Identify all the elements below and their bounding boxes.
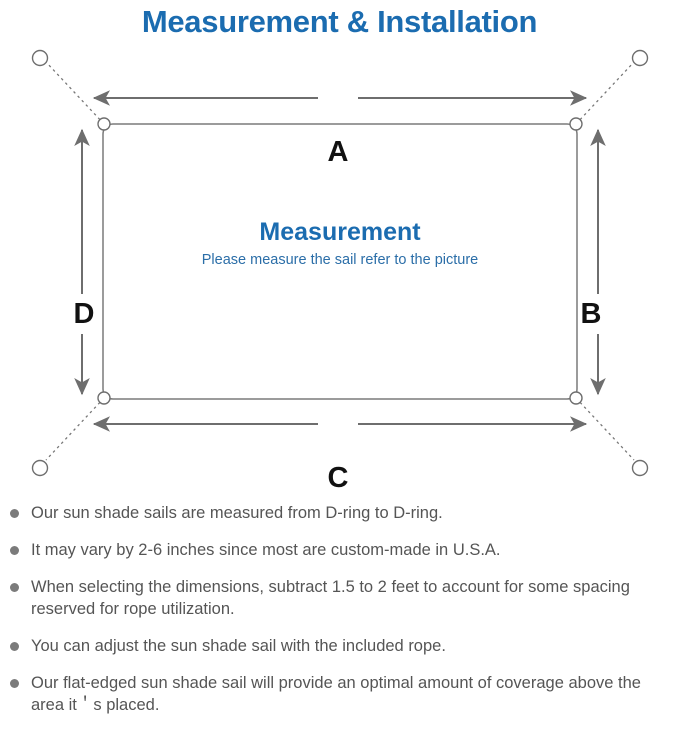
list-item: Our sun shade sails are measured from D-… bbox=[10, 502, 657, 524]
measurement-diagram: Measurement Please measure the sail refe… bbox=[0, 42, 679, 502]
anchor-ring-bottom-right bbox=[631, 459, 649, 477]
anchor-ring-top-left bbox=[31, 49, 49, 67]
d-ring-top-left bbox=[97, 117, 111, 131]
bullet-icon bbox=[10, 642, 19, 651]
anchor-ring-top-right bbox=[631, 49, 649, 67]
list-item: Our flat-edged sun shade sail will provi… bbox=[10, 672, 657, 716]
rope-top-right bbox=[575, 61, 635, 125]
d-ring-bottom-right bbox=[569, 391, 583, 405]
bullet-icon bbox=[10, 509, 19, 518]
d-ring-bottom-left bbox=[97, 391, 111, 405]
note-text: You can adjust the sun shade sail with t… bbox=[31, 637, 446, 655]
bullet-icon bbox=[10, 546, 19, 555]
d-ring-top-right bbox=[569, 117, 583, 131]
diagram-canvas bbox=[31, 49, 649, 477]
rope-bottom-left bbox=[45, 397, 105, 461]
note-text: Our flat-edged sun shade sail will provi… bbox=[31, 674, 641, 714]
anchor-rings bbox=[31, 49, 649, 477]
anchor-ring-bottom-left bbox=[31, 459, 49, 477]
rope-lines bbox=[45, 61, 635, 461]
page-title: Measurement & Installation bbox=[141, 4, 538, 39]
sail-body bbox=[102, 123, 578, 400]
bullet-icon bbox=[10, 583, 19, 592]
list-item: It may vary by 2-6 inches since most are… bbox=[10, 539, 657, 561]
note-text: It may vary by 2-6 inches since most are… bbox=[31, 541, 501, 559]
bullet-icon bbox=[10, 679, 19, 688]
d-rings bbox=[97, 117, 583, 405]
rope-bottom-right bbox=[575, 397, 635, 461]
note-text: Our sun shade sails are measured from D-… bbox=[31, 504, 443, 522]
list-item: You can adjust the sun shade sail with t… bbox=[10, 635, 657, 657]
list-item: When selecting the dimensions, subtract … bbox=[10, 576, 657, 620]
rope-top-left bbox=[45, 61, 105, 125]
note-text: When selecting the dimensions, subtract … bbox=[31, 578, 630, 618]
notes-list: Our sun shade sails are measured from D-… bbox=[0, 502, 679, 716]
